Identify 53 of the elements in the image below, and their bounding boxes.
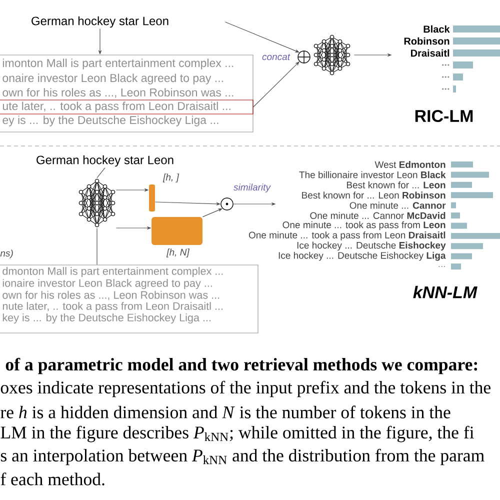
- method-title: kNN-LM: [413, 286, 478, 298]
- neighbor-label: One minute ... took as pass from Leon: [282, 221, 446, 230]
- shape-label: [h, ]: [162, 174, 180, 182]
- operation-label: similarity: [234, 184, 271, 192]
- plus-circle: [298, 50, 310, 64]
- document-line: imonton Mall is part entertainment complex ...: [2, 58, 234, 70]
- method-title: RIC-LM: [415, 110, 473, 122]
- node-text: Black Robinson Draisaitl ... ... ...: [404, 25, 450, 90]
- highlight-box: ute later, .. took a pass from Leon Draisaitl ...: [0, 100, 254, 114]
- document-line: key is ... by the Deutsche Eishockey Liga ...: [2, 313, 210, 324]
- document-line: nute later, .. took a pass from Leon Draisaitl ...: [2, 302, 222, 312]
- neighbor-label: Best known for ... Leon: [346, 181, 446, 188]
- document-line: dmonton Mall is part entertainment complex ...: [2, 266, 223, 278]
- caption-line: re h is a hidden dimension and N is the number of tokens in the: [0, 406, 450, 418]
- document-line: own for his roles as ..., Leon Robinson was ...: [2, 88, 234, 98]
- neighbor-label: ...: [438, 266, 445, 267]
- neighbor-label: Best known for ... Leon Robinson: [302, 192, 446, 199]
- neural-network-drawing: [314, 34, 350, 76]
- neighbor-label: One minute ... took a pass from Leon Draisaitl: [248, 231, 446, 240]
- caption-line: LM in the figure describes P$_{kNN}$; while omitted in the figure, the fi: [0, 426, 474, 442]
- neighbor-label: One minute ... Cannor: [350, 202, 446, 209]
- token-label: ...: [442, 88, 450, 90]
- neighbor-label: Ice hockey ... Deutsche Eishockey Liga: [278, 252, 446, 261]
- input-text: German hockey star Leon: [32, 16, 168, 28]
- token-label: Draisaitl: [411, 49, 450, 57]
- document-line: ey is ... by the Deutsche Eishockey Liga ...: [2, 116, 218, 126]
- dot-circle: [220, 198, 234, 210]
- document-line: onaire investor Leon Black agreed to pay ...: [2, 74, 223, 84]
- operation-label: concat: [262, 54, 290, 60]
- caption-line: of a parametric model and two retrieval methods we compare:: [6, 358, 478, 374]
- document-box: [0, 54, 254, 132]
- document-line: ionaire investor Leon Black agreed to pay ...: [2, 278, 212, 290]
- neighbor-label: The billionaire investor Leon Black: [299, 171, 446, 178]
- document-line: own for his roles as ..., Leon Robinson was ...: [2, 290, 220, 300]
- caption-line: oxes indicate representations of the input prefix and the tokens in the: [0, 380, 490, 398]
- representation-bar: [149, 184, 155, 212]
- shape-label: [h, N]: [166, 248, 190, 258]
- token-label: ...: [442, 64, 450, 66]
- neural-network-drawing: [78, 178, 116, 228]
- representation-box: [152, 217, 202, 245]
- neighbor-label: West Edmonton: [374, 161, 446, 168]
- arrow: [253, 62, 300, 108]
- caption-line: s an interpolation between P$_{kNN}$ and the distribution from the param: [0, 448, 484, 466]
- neighbor-label: One minute ... Cannor McDavid: [310, 212, 446, 219]
- input-text: German hockey star Leon: [36, 155, 174, 167]
- token-label: Robinson: [404, 37, 450, 45]
- caption-line: f each method.: [0, 472, 104, 486]
- token-label: ...: [442, 76, 450, 78]
- arrow: [202, 208, 222, 218]
- neighbor-label: Ice hockey ... Deutsche Eishockey: [297, 242, 446, 251]
- document-box: [0, 264, 258, 334]
- token-label: Black: [424, 25, 450, 33]
- arrow: [224, 22, 300, 52]
